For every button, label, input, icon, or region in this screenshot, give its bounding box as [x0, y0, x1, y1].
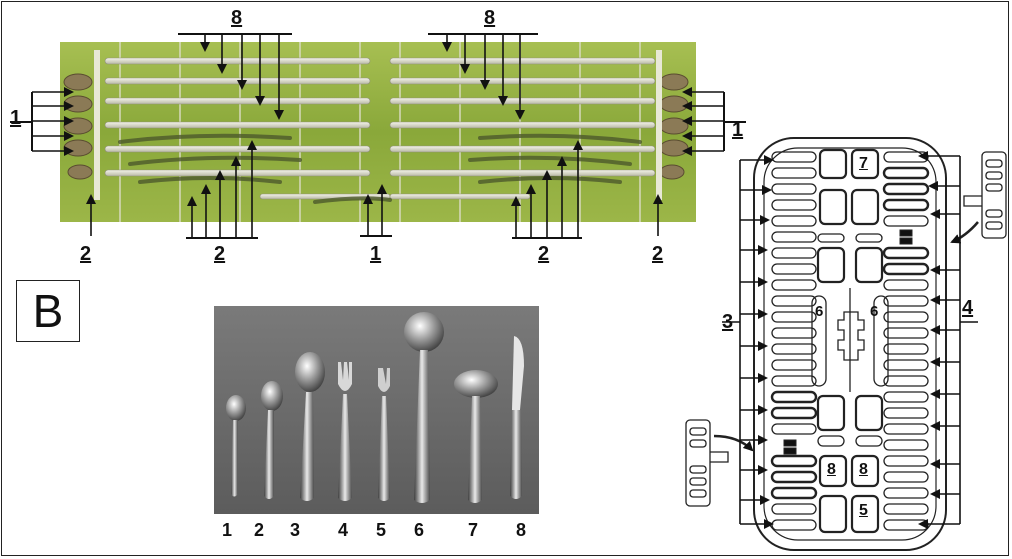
cutlery-number: 7: [468, 520, 479, 540]
cutlery-number: 1: [222, 520, 233, 540]
rack-label-bottom-left-8: 8: [827, 461, 836, 478]
panel-label-box: B: [16, 280, 80, 342]
panel-label: B: [32, 285, 64, 337]
rack-label-top-7: 7: [859, 155, 868, 172]
cutlery-number: 8: [516, 520, 527, 540]
rack-label-center-right-6: 6: [870, 303, 879, 320]
label-top-left-8: 8: [231, 7, 243, 29]
label-bottom-2-center-left: 2: [214, 243, 226, 265]
rack-label-bottom-5: 5: [859, 502, 868, 519]
label-bottom-2-right: 2: [652, 243, 664, 265]
rack-label-center-left-6: 6: [815, 303, 824, 320]
label-left-1: 1: [10, 107, 22, 129]
rack-label-bottom-right-8: 8: [859, 461, 868, 478]
cutlery-number: 4: [338, 520, 349, 540]
rack-label-left-3: 3: [722, 311, 734, 333]
label-bottom-2-left: 2: [80, 243, 92, 265]
cutlery-photo: [214, 306, 539, 514]
rack-label-right-4: 4: [962, 297, 974, 319]
cutlery-number-row: 1 2 3 4 5 6 7 8: [214, 520, 539, 540]
label-right-1: 1: [732, 119, 744, 141]
rack-diagram: [685, 137, 1007, 551]
cutlery-number: 2: [254, 520, 265, 540]
cutlery-photo-drawing: [214, 306, 539, 514]
label-top-right-8: 8: [484, 7, 496, 29]
cutlery-number: 6: [414, 520, 425, 540]
label-bottom-2-center-right: 2: [538, 243, 550, 265]
cutlery-number: 3: [290, 520, 301, 540]
cutlery-number: 5: [376, 520, 387, 540]
label-bottom-1: 1: [370, 243, 382, 265]
